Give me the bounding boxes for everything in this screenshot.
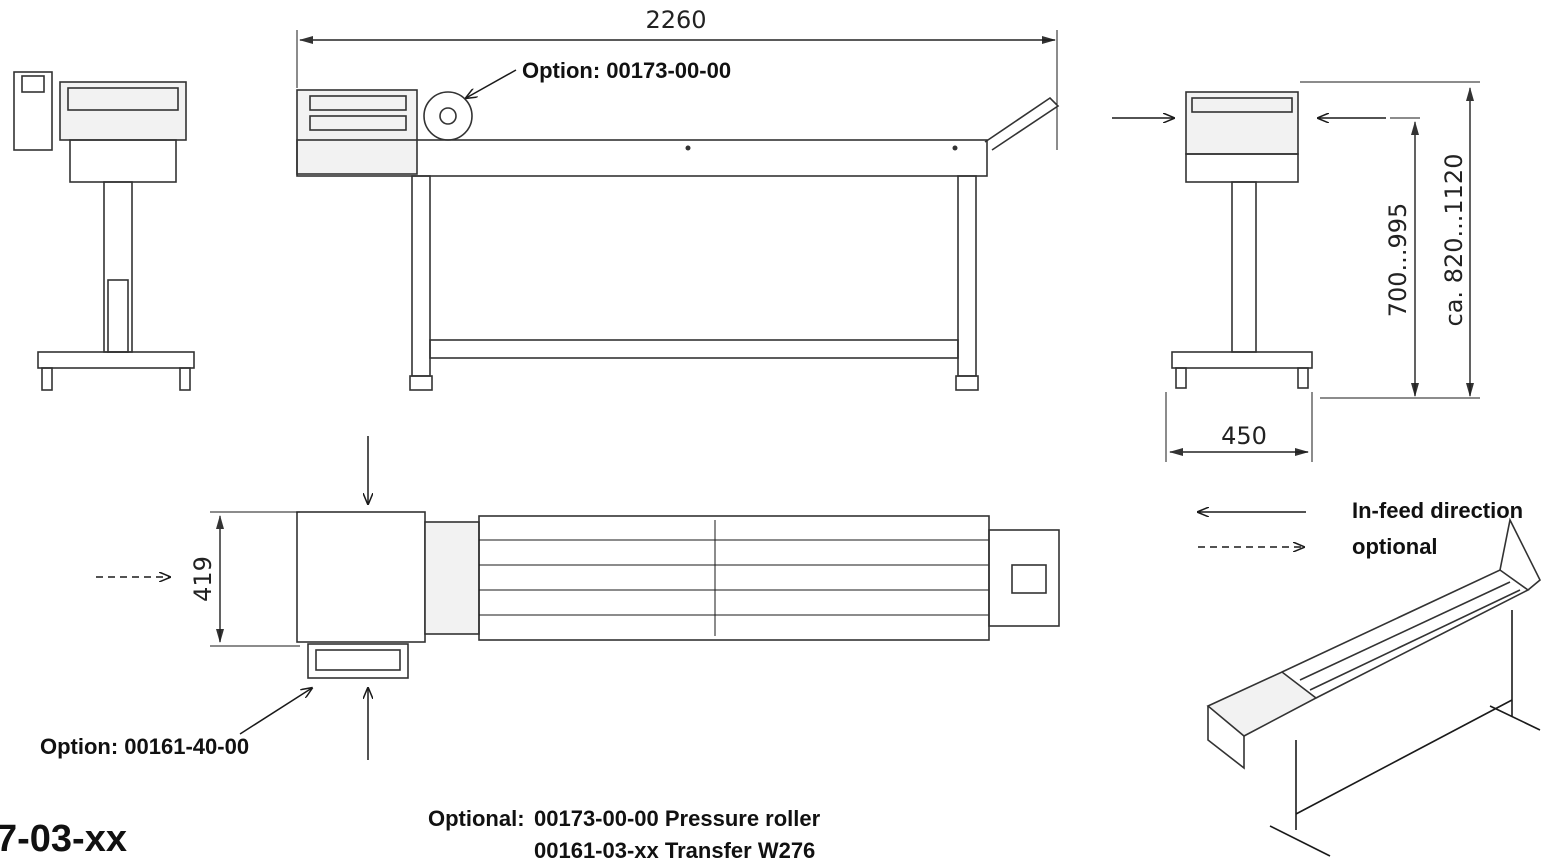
optional-heading: Optional:: [428, 806, 525, 831]
callout-pressure-roller: Option: 00173-00-00: [522, 58, 732, 83]
right-end-view: [1112, 81, 1480, 462]
top-view: [96, 436, 1060, 760]
isometric-view: [1206, 517, 1541, 857]
legend-infeed-label: In-feed direction: [1352, 498, 1524, 523]
dim-width: 450: [1221, 422, 1267, 450]
left-end-view: [13, 71, 195, 391]
optional-item-2: 00161-03-xx Transfer W276: [534, 838, 816, 863]
dim-height-range: ca. 820...1120: [1440, 154, 1468, 327]
optional-item-1: 00173-00-00 Pressure roller: [534, 806, 821, 831]
main-side-view: [296, 30, 1060, 391]
dim-belt-height-range: 700...995: [1384, 203, 1412, 318]
part-number: 7-03-xx: [0, 818, 127, 860]
callout-arrow: [466, 69, 517, 98]
legend-optional-label: optional: [1352, 534, 1438, 559]
callout-transfer: Option: 00161-40-00: [40, 734, 250, 759]
dim-top-width: 419: [189, 556, 217, 602]
legend-arrows: [1198, 512, 1306, 547]
dim-overall-length: 2260: [645, 6, 706, 34]
